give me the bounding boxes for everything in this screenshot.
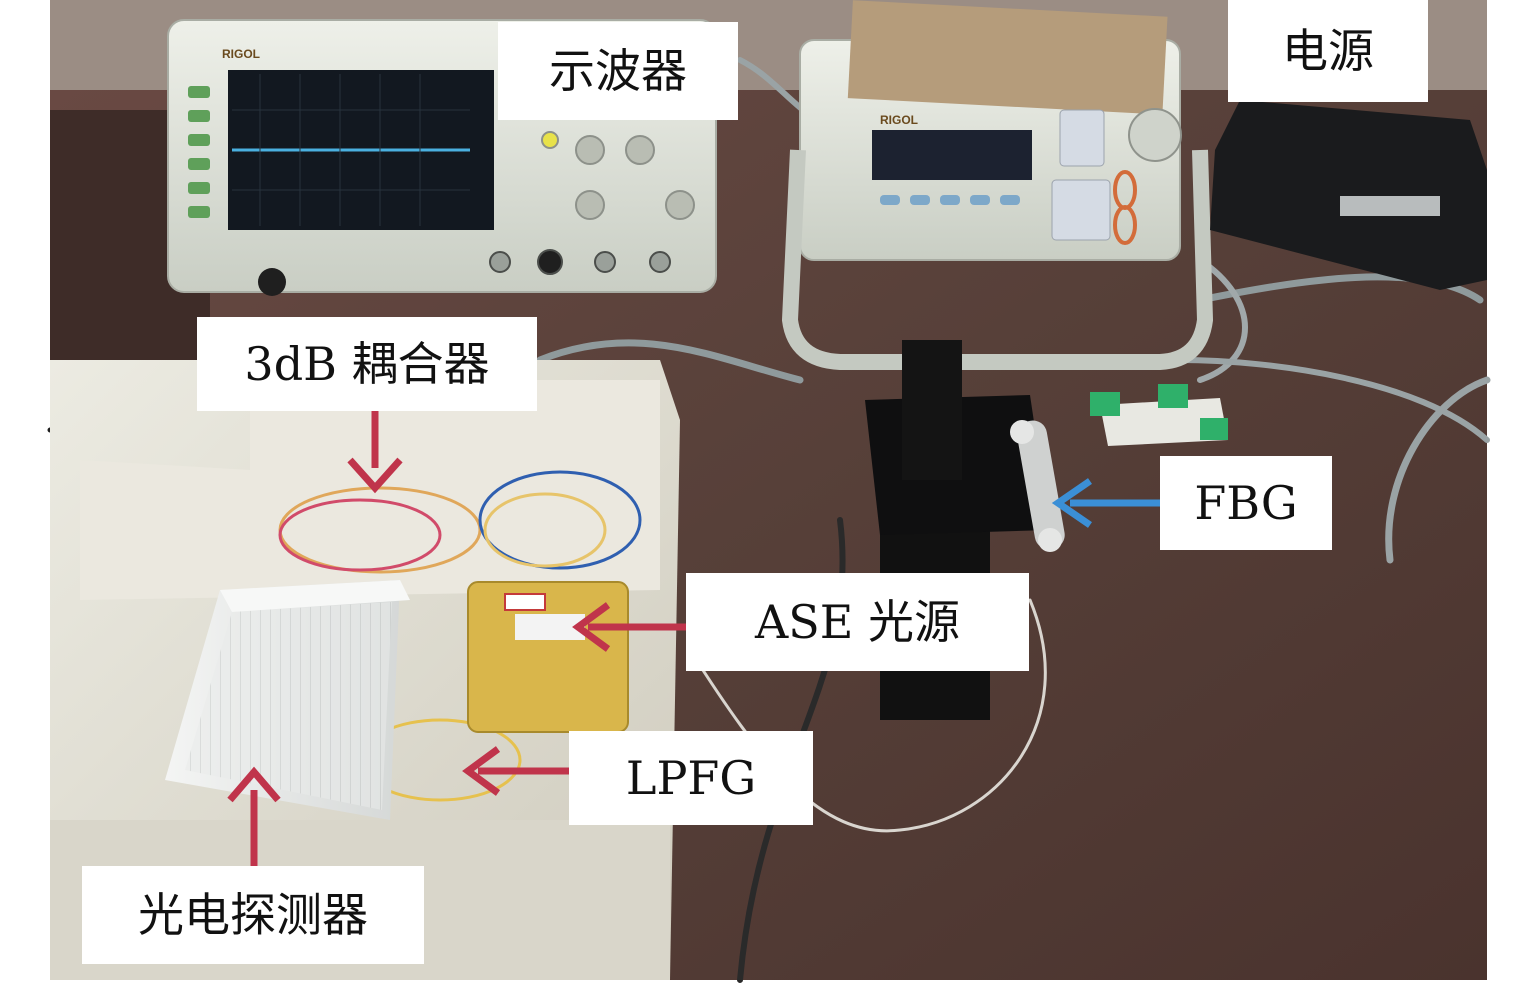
oscilloscope-brand: RIGOL [222, 47, 260, 61]
fbg-label: FBG [1160, 456, 1332, 550]
arrow-left-icon [462, 746, 569, 796]
oscilloscope-side-buttons [188, 86, 210, 218]
photodetector-housing [165, 580, 410, 820]
power-supply-unit [1210, 100, 1487, 290]
arrow-left-icon [1051, 478, 1160, 528]
coupler-label: 3dB 耦合器 [197, 317, 537, 411]
oscilloscope-knobs [541, 131, 695, 220]
oscilloscope-label: 示波器 [498, 22, 738, 120]
generator-keypad [1051, 109, 1111, 241]
generator-buttons [880, 195, 1020, 205]
oscilloscope-bnc-inputs [489, 249, 671, 275]
arrow-left-icon [572, 602, 686, 652]
generator-outputs [1113, 170, 1137, 245]
oscilloscope-power-knob [258, 268, 286, 296]
generator-display [872, 130, 1032, 180]
generator-handle [781, 149, 1214, 370]
lpfg-label: LPFG [569, 731, 813, 825]
function-generator: RIGOL [781, 0, 1214, 370]
ase-source-label: ASE 光源 [686, 573, 1029, 671]
power-supply-label: 电源 [1228, 0, 1428, 102]
photodetector-label: 光电探测器 [82, 866, 424, 964]
generator-knob [1128, 108, 1182, 162]
arrow-up-icon [227, 766, 281, 866]
annotation-arrows [227, 411, 1160, 866]
fbg-bracket [1017, 420, 1065, 550]
generator-brand: RIGOL [880, 113, 918, 127]
cardboard-cover [847, 0, 1168, 115]
arrow-down-icon [347, 411, 403, 494]
terminal-board [1090, 384, 1228, 446]
